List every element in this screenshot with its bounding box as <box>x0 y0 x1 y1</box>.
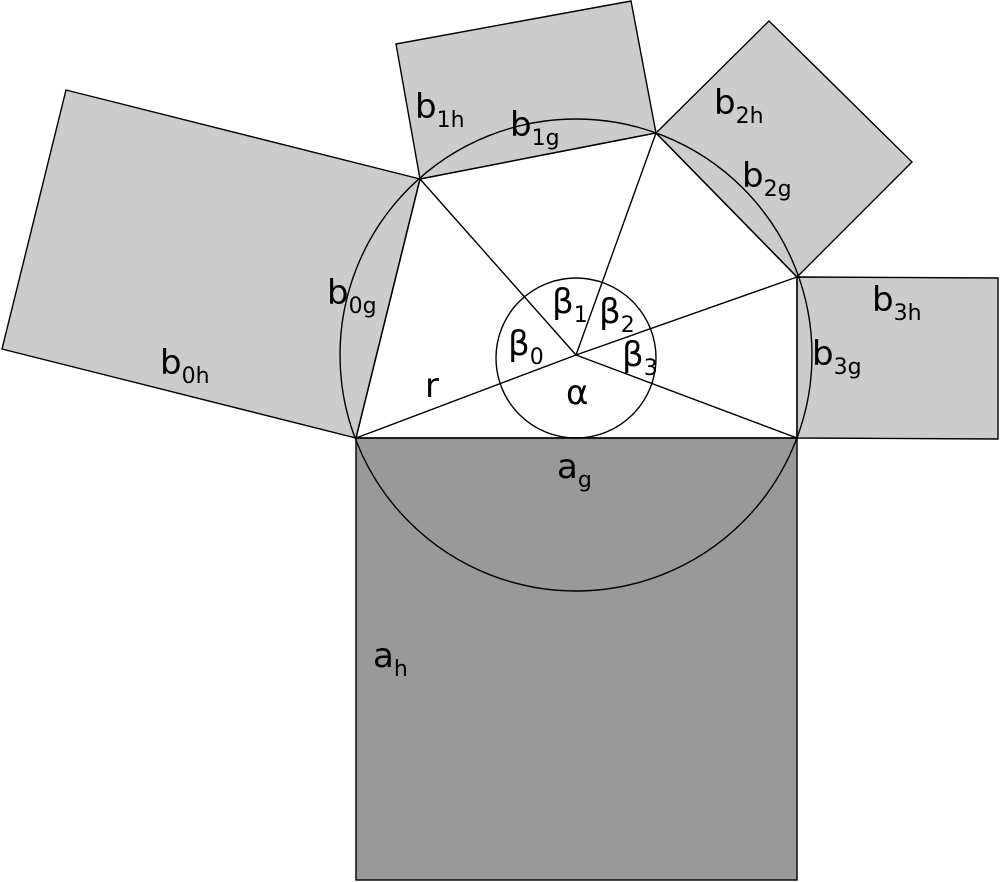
square-ah <box>355 437 798 881</box>
label-beta0: β0 <box>508 324 544 370</box>
label-b2g: b2g <box>742 156 792 202</box>
label-beta3: β3 <box>622 335 658 381</box>
label-b0g: b0g <box>327 273 377 319</box>
label-ah: ah <box>373 636 408 682</box>
polygon-chords <box>355 132 798 439</box>
radii <box>355 132 798 439</box>
label-b1g: b1g <box>510 105 560 151</box>
label-beta1: β1 <box>552 282 588 328</box>
label-b3h: b3h <box>872 280 922 326</box>
label-ag: ag <box>557 447 592 493</box>
label-beta2: β2 <box>599 292 635 338</box>
square-b2h <box>655 20 913 278</box>
label-alpha: α <box>566 373 588 413</box>
angle-circle <box>495 277 657 439</box>
label-r: r <box>425 366 439 406</box>
label-b2h: b2h <box>714 83 764 129</box>
square-b0h <box>1 89 421 439</box>
circumcircle <box>339 118 813 592</box>
label-b0h: b0h <box>160 343 210 389</box>
label-b1h: b1h <box>415 87 465 133</box>
label-b3g: b3g <box>812 334 862 380</box>
